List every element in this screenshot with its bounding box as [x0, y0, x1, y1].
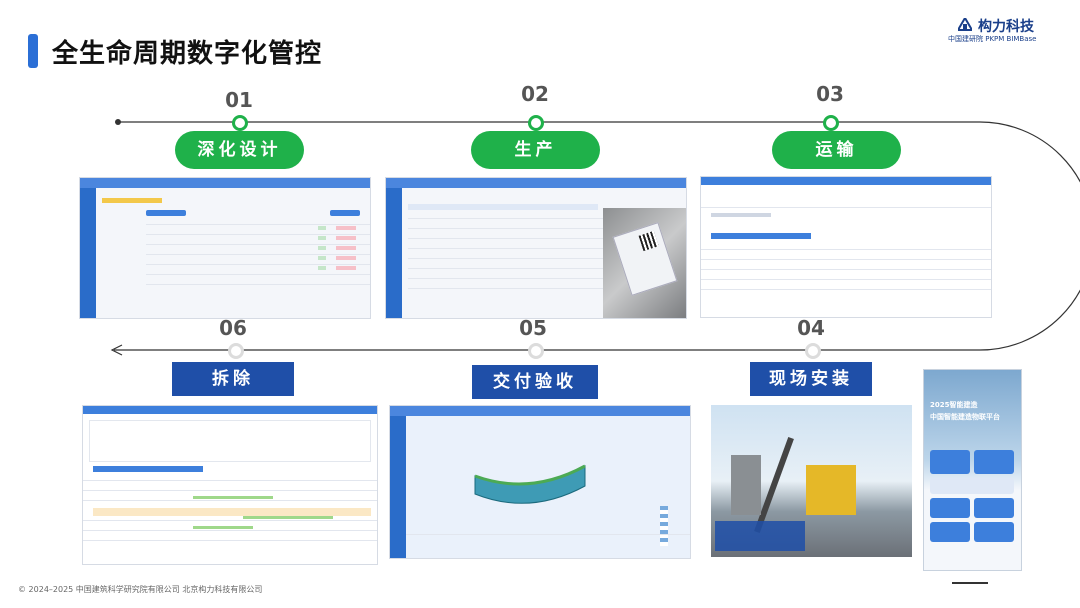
step-number-03: 03 [816, 82, 844, 106]
mobile-banner-sub: 中国智能建造物联平台 [930, 413, 1000, 421]
timeline-dot-01 [232, 115, 248, 131]
step-label-03: 运输 [772, 131, 901, 169]
step-label-01: 深化设计 [175, 131, 304, 169]
step-label-05: 交付验收 [472, 365, 598, 399]
copyright-footer: © 2024–2025 中国建筑科学研究院有限公司 北京构力科技有限公司 [18, 585, 263, 594]
step-label-02: 生产 [471, 131, 600, 169]
screenshot-demolition [82, 405, 378, 565]
logo-name: 构力科技 [978, 19, 1034, 35]
mobile-banner-title: 2025智能建造 [930, 401, 978, 409]
screenshot-production [385, 177, 687, 319]
step-number-05: 05 [519, 316, 547, 340]
timeline-dot-06 [228, 343, 244, 359]
mobile-app-mockup: 2025智能建造 中国智能建造物联平台 [923, 369, 1022, 571]
step-label-06: 拆除 [172, 362, 294, 396]
step-number-01: 01 [225, 88, 253, 112]
qr-code-icon [638, 230, 659, 252]
step-number-02: 02 [521, 82, 549, 106]
title-accent-bar [28, 34, 38, 68]
logo-subtext: 中国建研院 PKPM BIMBase [948, 35, 1037, 43]
timeline-dot-03 [823, 115, 839, 131]
screenshot-transport [700, 176, 992, 318]
site-installation-photo [711, 405, 912, 557]
step-number-06: 06 [219, 316, 247, 340]
step-label-04: 现场安装 [750, 362, 872, 396]
company-logo: 构力科技 中国建研院 PKPM BIMBase [948, 16, 1058, 46]
timeline-dot-04 [805, 343, 821, 359]
bim-model-icon [474, 464, 586, 504]
timeline-dot-05 [528, 343, 544, 359]
screenshot-design [79, 177, 371, 319]
qr-label-photo [603, 208, 686, 318]
screenshot-acceptance [389, 405, 691, 559]
page-title: 全生命周期数字化管控 [52, 39, 323, 69]
timeline-dot-02 [528, 115, 544, 131]
step-number-04: 04 [797, 316, 825, 340]
page-indicator [952, 582, 988, 584]
logo-icon [958, 18, 972, 31]
